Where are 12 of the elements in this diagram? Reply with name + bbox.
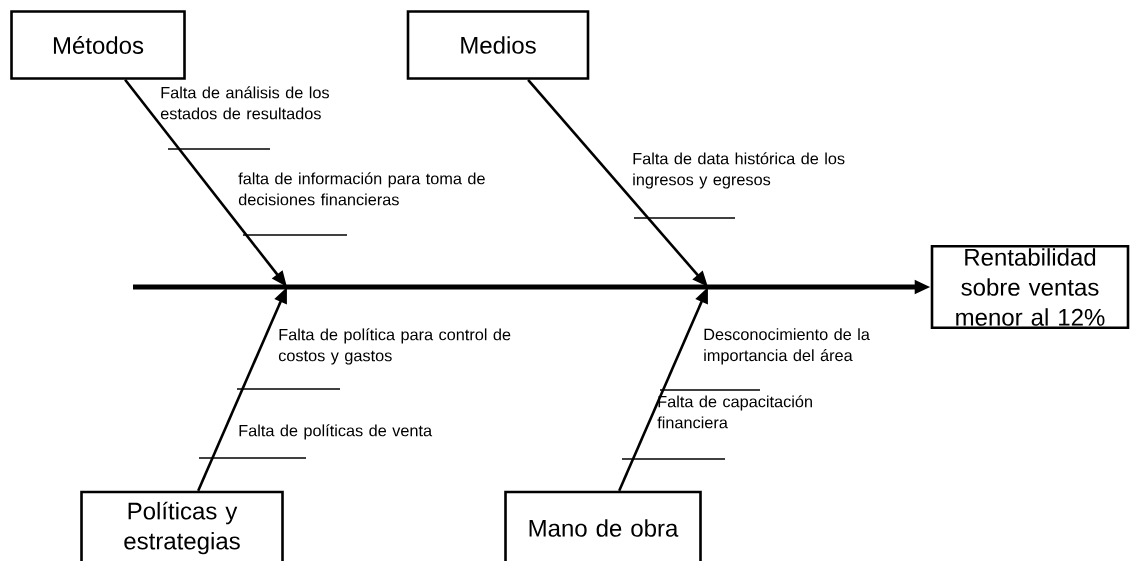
category-box: Mano de obra — [504, 490, 702, 561]
category-box: Políticas y estrategias — [80, 490, 284, 561]
effect-box: Rentabilidad sobre ventas menor al 12% — [930, 244, 1130, 330]
cause-text: Falta de políticas de venta — [239, 424, 433, 440]
cause-text: Falta de capacitación financiera — [657, 395, 812, 429]
cause-text: Falta de análisis de los estados de resultados — [160, 86, 329, 120]
cause-text: Falta de data histórica de los ingresos y egresos — [633, 152, 845, 189]
category-box: Métodos — [10, 10, 186, 80]
cause-text: Desconocimiento de la importancia del área — [704, 328, 870, 365]
category-box: Medios — [406, 10, 590, 80]
cause-text: falta de información para toma de decisiones financieras — [238, 172, 485, 206]
cause-text: Falta de política para control de costos y gastos — [278, 328, 511, 365]
